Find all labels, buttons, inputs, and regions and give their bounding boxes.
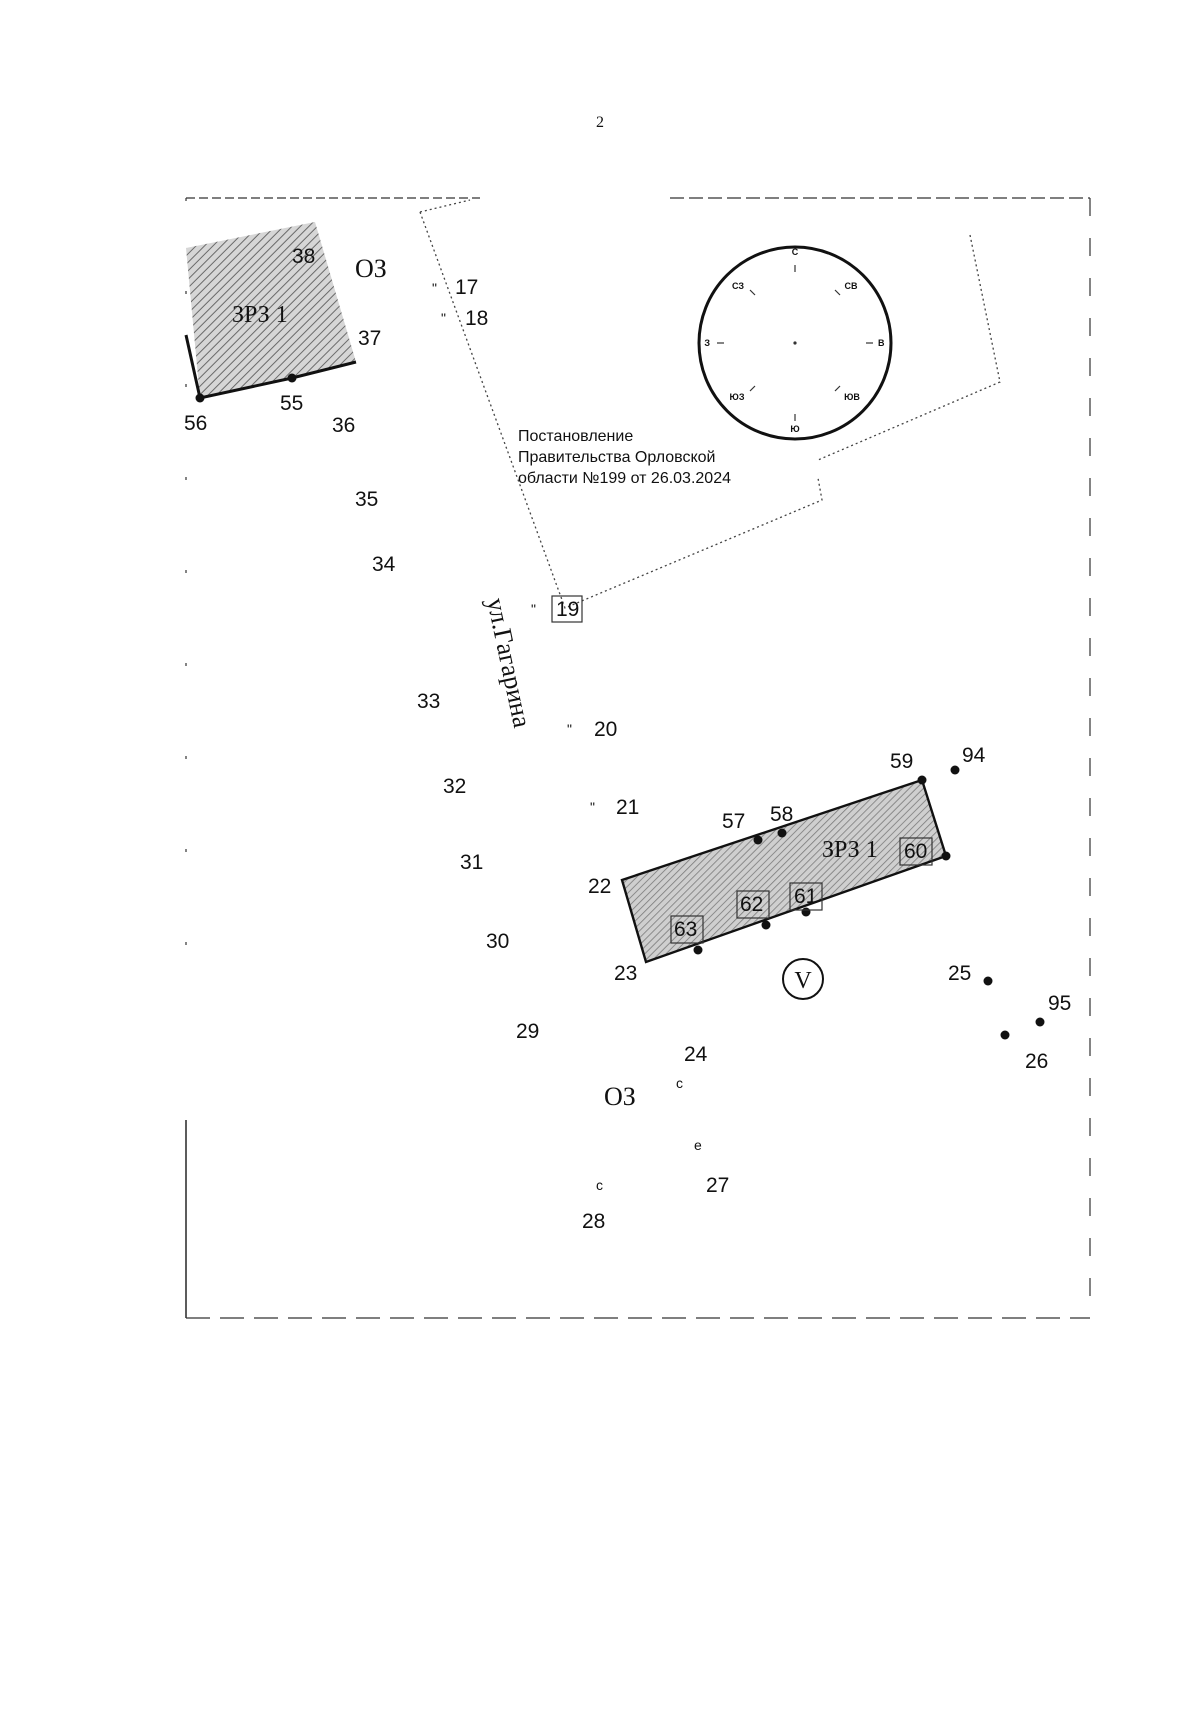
tick-28: c xyxy=(596,1177,603,1193)
compass-sw: ЮЗ xyxy=(730,392,745,402)
point-34: 34 xyxy=(372,553,396,576)
compass-n: С xyxy=(792,247,799,257)
tick-19: " xyxy=(531,601,536,617)
compass-w: З xyxy=(704,338,710,348)
map-frame xyxy=(185,197,1091,1319)
tick-17: " xyxy=(432,280,437,296)
point-26: 26 xyxy=(1025,1050,1048,1073)
street-name: ул.Гагарина xyxy=(481,595,537,730)
point-62: 62 xyxy=(740,893,763,916)
point-35: 35 xyxy=(355,488,378,511)
decree-boundary xyxy=(419,199,1001,609)
point-38: 38 xyxy=(292,245,315,268)
point-23: 23 xyxy=(614,962,637,985)
point-19: 19 xyxy=(556,598,579,621)
decree-note: Постановление Правительства Орловской об… xyxy=(518,428,731,487)
point-20: 20 xyxy=(594,718,617,741)
compass-e: В xyxy=(878,338,885,348)
decree-note-line3: области №199 от 26.03.2024 xyxy=(518,470,731,487)
point-22: 22 xyxy=(588,875,611,898)
zrz-zone-top-border xyxy=(184,334,357,400)
point-32: 32 xyxy=(443,775,466,798)
point-60: 60 xyxy=(904,840,927,863)
point-18: 18 xyxy=(465,307,488,330)
decree-note-line1: Постановление xyxy=(518,428,633,445)
tick-21: " xyxy=(590,799,595,815)
point-33: 33 xyxy=(417,690,440,713)
label-boxes xyxy=(551,595,933,944)
point-57: 57 xyxy=(722,810,745,833)
tick-27: e xyxy=(694,1137,702,1153)
compass-se: ЮВ xyxy=(844,392,860,402)
point-29: 29 xyxy=(516,1020,539,1043)
tick-20: " xyxy=(567,721,572,737)
compass-rose: С СВ В ЮВ Ю ЮЗ З СЗ xyxy=(697,245,893,441)
point-labels: 17 18 19 20 21 22 23 24 25 26 27 28 29 3… xyxy=(184,245,1071,1233)
point-55: 55 xyxy=(280,392,303,415)
zone-label-oz-top: ОЗ xyxy=(355,254,387,283)
point-27: 27 xyxy=(706,1174,729,1197)
decree-note-line2: Правительства Орловской xyxy=(518,449,715,466)
point-17: 17 xyxy=(455,276,478,299)
zone-label-zrz-top: ЗРЗ 1 xyxy=(232,302,288,328)
page-number: 2 xyxy=(596,114,604,131)
point-63: 63 xyxy=(674,918,697,941)
point-94: 94 xyxy=(962,744,986,767)
point-markers: " " " " " c e c xyxy=(195,280,1045,1193)
tick-24: c xyxy=(676,1075,683,1091)
zrz-zone-top xyxy=(186,222,356,398)
point-95: 95 xyxy=(1048,992,1071,1015)
zone-v-marker: V xyxy=(782,958,824,1000)
point-30: 30 xyxy=(486,930,509,953)
point-28: 28 xyxy=(582,1210,605,1233)
compass-ne: СВ xyxy=(845,281,858,291)
point-36: 36 xyxy=(332,414,355,437)
point-56: 56 xyxy=(184,412,207,435)
zone-v-label: V xyxy=(794,968,812,994)
tick-18: " xyxy=(441,310,446,326)
compass-nw: СЗ xyxy=(732,281,744,291)
point-58: 58 xyxy=(770,803,793,826)
point-31: 31 xyxy=(460,851,483,874)
point-25: 25 xyxy=(948,962,971,985)
point-61: 61 xyxy=(794,885,817,908)
zone-label-zrz-bottom: ЗРЗ 1 xyxy=(822,837,878,863)
point-24: 24 xyxy=(684,1043,708,1066)
point-59: 59 xyxy=(890,750,913,773)
compass-s: Ю xyxy=(790,424,799,434)
point-21: 21 xyxy=(616,796,639,819)
point-37: 37 xyxy=(358,327,381,350)
zone-label-oz-bottom: ОЗ xyxy=(604,1082,636,1111)
